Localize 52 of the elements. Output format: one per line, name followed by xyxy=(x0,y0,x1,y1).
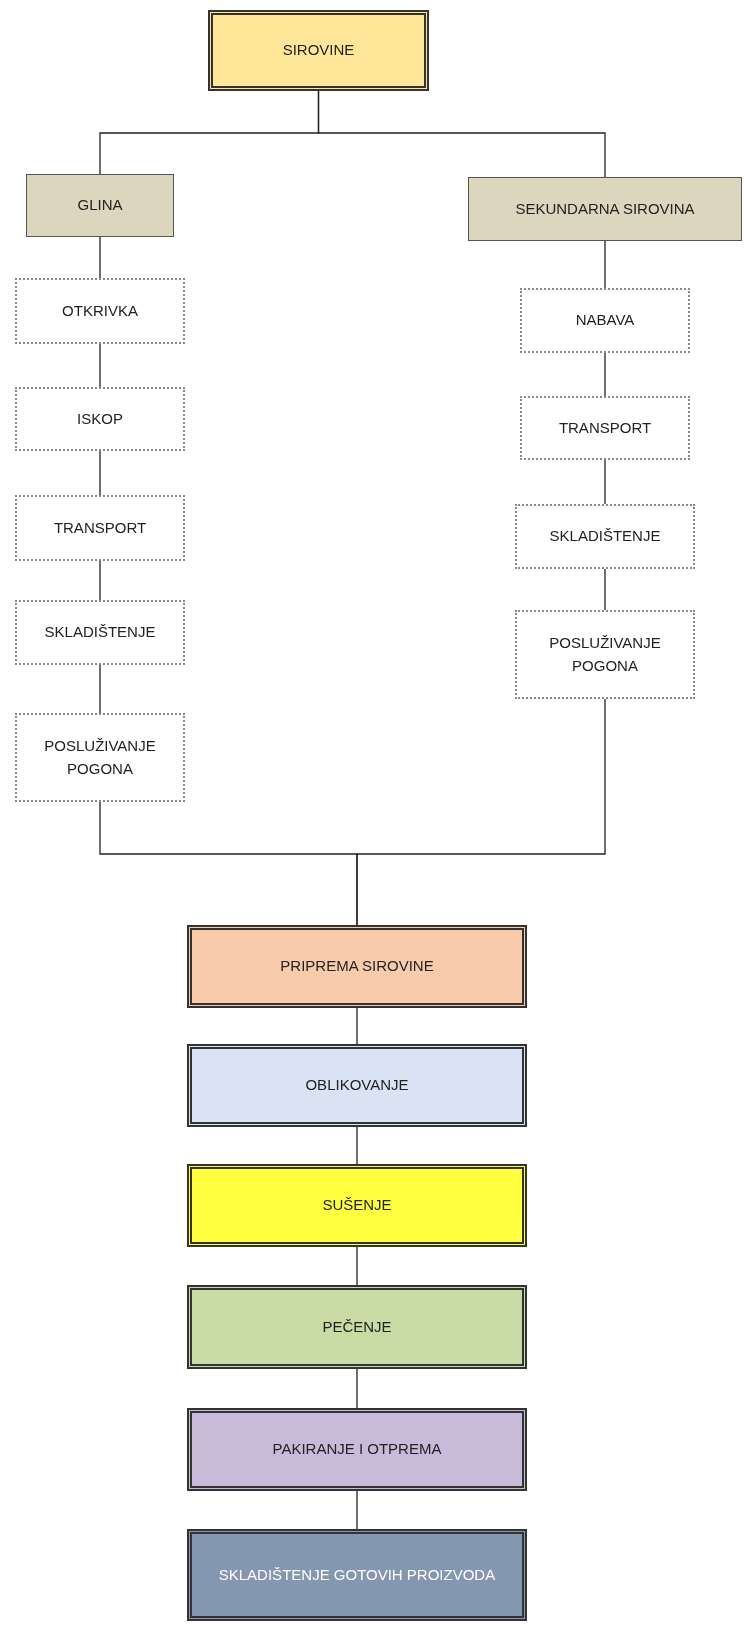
process-box xyxy=(187,1044,527,1127)
box-label: SEKUNDARNA SIROVINA xyxy=(515,198,695,219)
box-label: GLINA xyxy=(77,195,123,216)
category-box xyxy=(26,174,174,237)
box-label: NABAVA xyxy=(575,310,635,331)
box-label: POSLUŽIVANJE POGONA xyxy=(43,736,157,779)
box-label: TRANSPORT xyxy=(53,517,147,538)
process-box xyxy=(187,1285,527,1369)
connector-line xyxy=(604,568,606,611)
box-label: SUŠENJE xyxy=(322,1195,392,1216)
box-label: OBLIKOVANJE xyxy=(305,1075,409,1096)
box-label: PEČENJE xyxy=(322,1316,392,1337)
step-box xyxy=(15,495,185,561)
process-box xyxy=(187,1164,527,1247)
connector-line xyxy=(604,459,606,505)
process-box xyxy=(187,1408,527,1491)
connector-line xyxy=(356,698,606,926)
category-box xyxy=(468,177,742,241)
step-box xyxy=(515,504,695,569)
connector-line xyxy=(317,90,606,178)
process-box xyxy=(187,1529,527,1621)
box-label: SIROVINE xyxy=(282,40,355,61)
connector-line xyxy=(604,240,606,289)
process-box xyxy=(208,10,429,91)
connector-line xyxy=(99,236,101,279)
process-box xyxy=(187,925,527,1008)
connector-line xyxy=(99,450,101,496)
box-label: SKLADIŠTENJE xyxy=(44,622,156,643)
step-box xyxy=(15,600,185,665)
step-box xyxy=(15,713,185,802)
connector-line xyxy=(99,664,101,714)
box-label: OTKRIVKA xyxy=(62,300,138,321)
connector-line xyxy=(356,1246,358,1286)
box-label: TRANSPORT xyxy=(558,417,652,438)
box-label: PAKIRANJE I OTPREMA xyxy=(272,1439,442,1460)
step-box xyxy=(515,610,695,699)
box-label: SKLADIŠTENJE xyxy=(549,526,661,547)
connector-line xyxy=(99,343,101,388)
step-box xyxy=(15,278,185,344)
connector-line xyxy=(356,1126,358,1165)
box-label: PRIPREMA SIROVINE xyxy=(280,956,434,977)
connector-line xyxy=(356,1368,358,1409)
box-label: ISKOP xyxy=(77,408,123,429)
box-label: POSLUŽIVANJE POGONA xyxy=(548,633,662,676)
connector-line xyxy=(356,1007,358,1045)
step-box xyxy=(520,396,690,460)
connector-line xyxy=(604,352,606,397)
connector-line xyxy=(99,560,101,601)
connector-line xyxy=(356,1490,358,1530)
step-box xyxy=(15,387,185,451)
step-box xyxy=(520,288,690,353)
box-label: SKLADIŠTENJE GOTOVIH PROIZVODA xyxy=(218,1564,496,1585)
